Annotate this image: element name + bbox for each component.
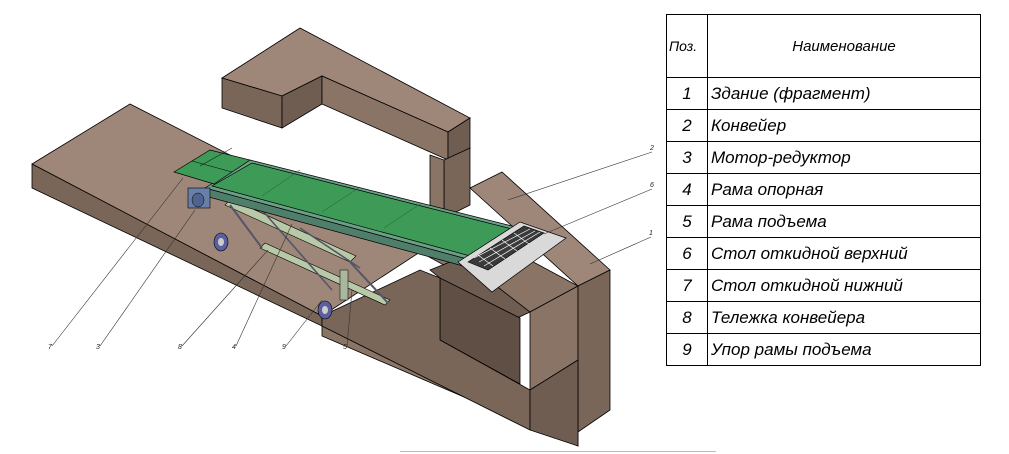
table-row: 9 Упор рамы подъема	[666, 333, 981, 366]
row-name: Здание (фрагмент)	[707, 77, 981, 110]
table-row: 6 Стол откидной верхний	[666, 237, 981, 270]
row-name: Тележка конвейера	[707, 301, 981, 334]
row-name: Рама опорная	[707, 173, 981, 206]
row-pos: 1	[666, 77, 708, 110]
callout-4: 4	[232, 344, 236, 351]
table-row: 2 Конвейер	[666, 109, 981, 142]
row-pos: 5	[666, 205, 708, 238]
specification-table: Поз. Наименование 1 Здание (фрагмент) 2 …	[666, 14, 981, 366]
lift-frame	[224, 198, 391, 306]
callout-labels: 2 6 1 7 3 8 4 9 5	[48, 145, 654, 351]
table-row: 8 Тележка конвейера	[666, 301, 981, 334]
row-pos: 4	[666, 173, 708, 206]
row-pos: 2	[666, 109, 708, 142]
divider	[400, 451, 716, 452]
callout-leaders	[51, 151, 653, 347]
row-name: Рама подъема	[707, 205, 981, 238]
table-row: 4 Рама опорная	[666, 173, 981, 206]
row-pos: 8	[666, 301, 708, 334]
header-name: Наименование	[707, 14, 981, 78]
building-fragment	[31, 27, 611, 447]
isometric-drawing: 2 6 1 7 3 8 4 9 5	[31, 27, 654, 447]
row-name: Стол откидной нижний	[707, 269, 981, 302]
callout-7: 7	[48, 344, 53, 351]
callout-5: 5	[343, 344, 347, 351]
row-pos: 9	[666, 333, 708, 366]
table-row: 5 Рама подъема	[666, 205, 981, 238]
row-name: Упор рамы подъема	[707, 333, 981, 366]
row-name: Мотор-редуктор	[707, 141, 981, 174]
row-name: Стол откидной верхний	[707, 237, 981, 270]
callout-9: 9	[282, 344, 286, 351]
row-name: Конвейер	[707, 109, 981, 142]
motor-reducer	[187, 187, 211, 209]
row-pos: 6	[666, 237, 708, 270]
callout-1: 1	[649, 230, 653, 237]
callout-8: 8	[178, 344, 182, 351]
table-row: 1 Здание (фрагмент)	[666, 77, 981, 110]
table-row: 7 Стол откидной нижний	[666, 269, 981, 302]
header-pos: Поз.	[666, 14, 708, 78]
row-pos: 3	[666, 141, 708, 174]
callout-2: 2	[649, 145, 654, 152]
callout-6: 6	[650, 182, 654, 189]
table-row: 3 Мотор-редуктор	[666, 141, 981, 174]
table-header-row: Поз. Наименование	[666, 14, 981, 78]
row-pos: 7	[666, 269, 708, 302]
callout-3: 3	[96, 344, 100, 351]
wheels	[213, 232, 333, 320]
upper-folding-table	[457, 221, 567, 293]
